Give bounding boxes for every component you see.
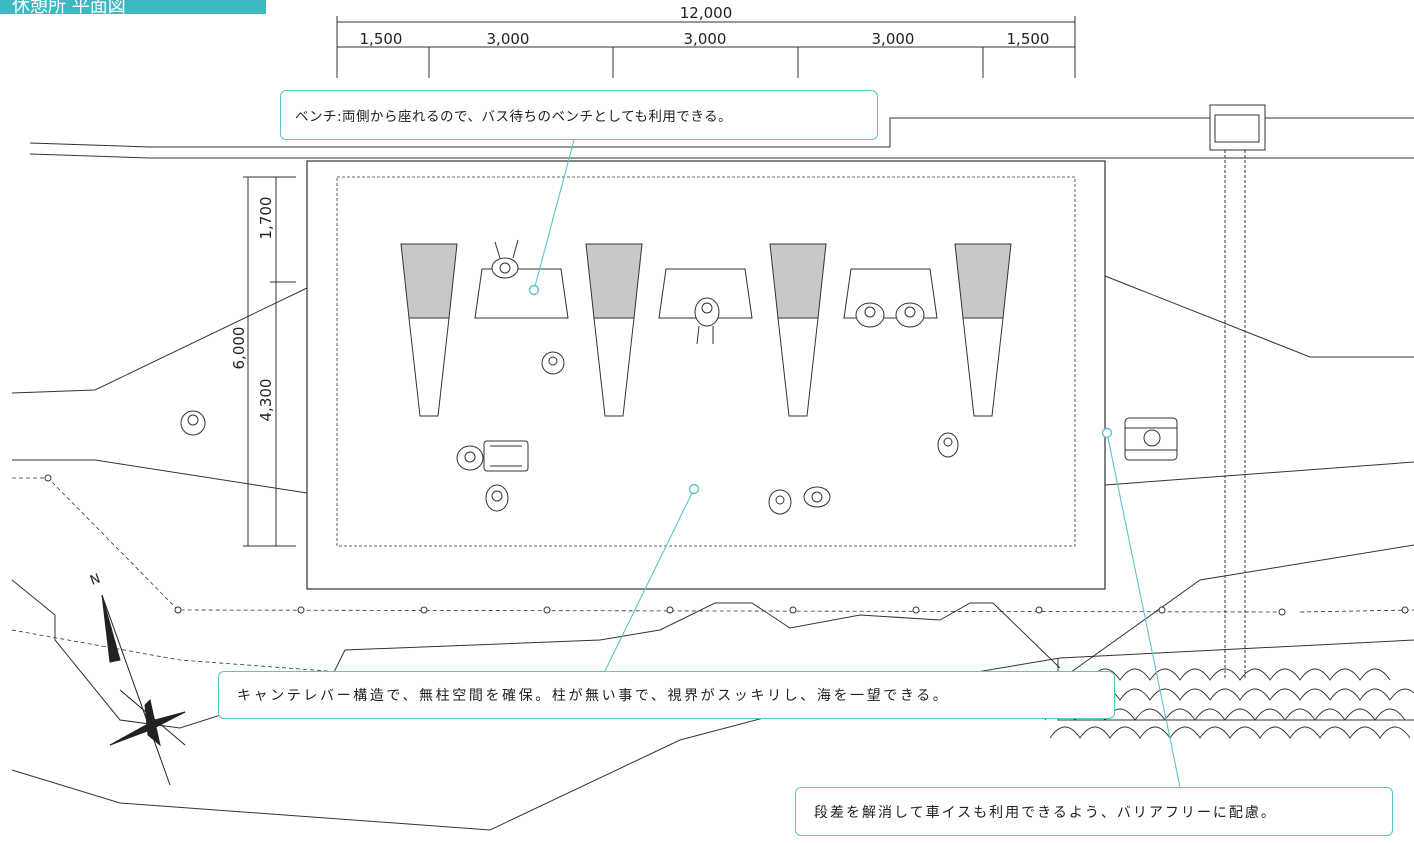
dim-overall-depth: 6,000 xyxy=(230,327,248,370)
depth-dimension xyxy=(243,176,296,547)
bench-2 xyxy=(658,268,753,319)
dim-segment-1: 1,500 xyxy=(360,30,403,48)
leader-dots xyxy=(528,284,1113,495)
dashed-lines xyxy=(11,477,1414,673)
boundary-markers xyxy=(44,474,1409,616)
north-label: N xyxy=(88,571,102,588)
callout-bench: ベンチ:両側から座れるので、バス待ちのベンチとしても利用できる。 xyxy=(280,90,878,140)
dim-segment-2: 3,000 xyxy=(487,30,530,48)
seawall-pattern xyxy=(1044,668,1414,739)
fin-4 xyxy=(954,243,1012,417)
dim-segment-3: 3,000 xyxy=(684,30,727,48)
person-figures xyxy=(180,239,1178,515)
dim-segment-4: 3,000 xyxy=(872,30,915,48)
fin-3 xyxy=(769,243,827,417)
bench-1 xyxy=(474,268,569,319)
fin-1 xyxy=(400,243,458,417)
dim-depth-top: 1,700 xyxy=(257,197,275,240)
dim-depth-bottom: 4,300 xyxy=(257,379,275,422)
callout-barrier-free: 段差を解消して車イスも利用できるよう、バリアフリーに配慮。 xyxy=(795,787,1393,836)
callout-structure: キャンテレバー構造で、無柱空間を確保。柱が無い事で、視界がスッキリし、海を一望で… xyxy=(218,671,1115,719)
roof-outline xyxy=(336,176,1076,547)
north-arrow xyxy=(101,594,186,786)
overall-dimension xyxy=(336,16,1076,78)
bus-shelter-box xyxy=(1209,104,1266,680)
leader-lines xyxy=(533,139,1181,788)
dim-segment-5: 1,500 xyxy=(1007,30,1050,48)
callout-structure-text: キャンテレバー構造で、無柱空間を確保。柱が無い事で、視界がスッキリし、海を一望で… xyxy=(237,688,950,704)
fin-2 xyxy=(585,243,643,417)
dim-overall-width: 12,000 xyxy=(680,4,733,22)
callout-bench-text: ベンチ:両側から座れるので、バス待ちのベンチとしても利用できる。 xyxy=(295,109,733,125)
road-lines xyxy=(11,117,1414,831)
callout-barrier-free-text: 段差を解消して車イスも利用できるよう、バリアフリーに配慮。 xyxy=(814,804,1277,821)
drawing-title: 休憩所 平面図 xyxy=(0,0,266,14)
